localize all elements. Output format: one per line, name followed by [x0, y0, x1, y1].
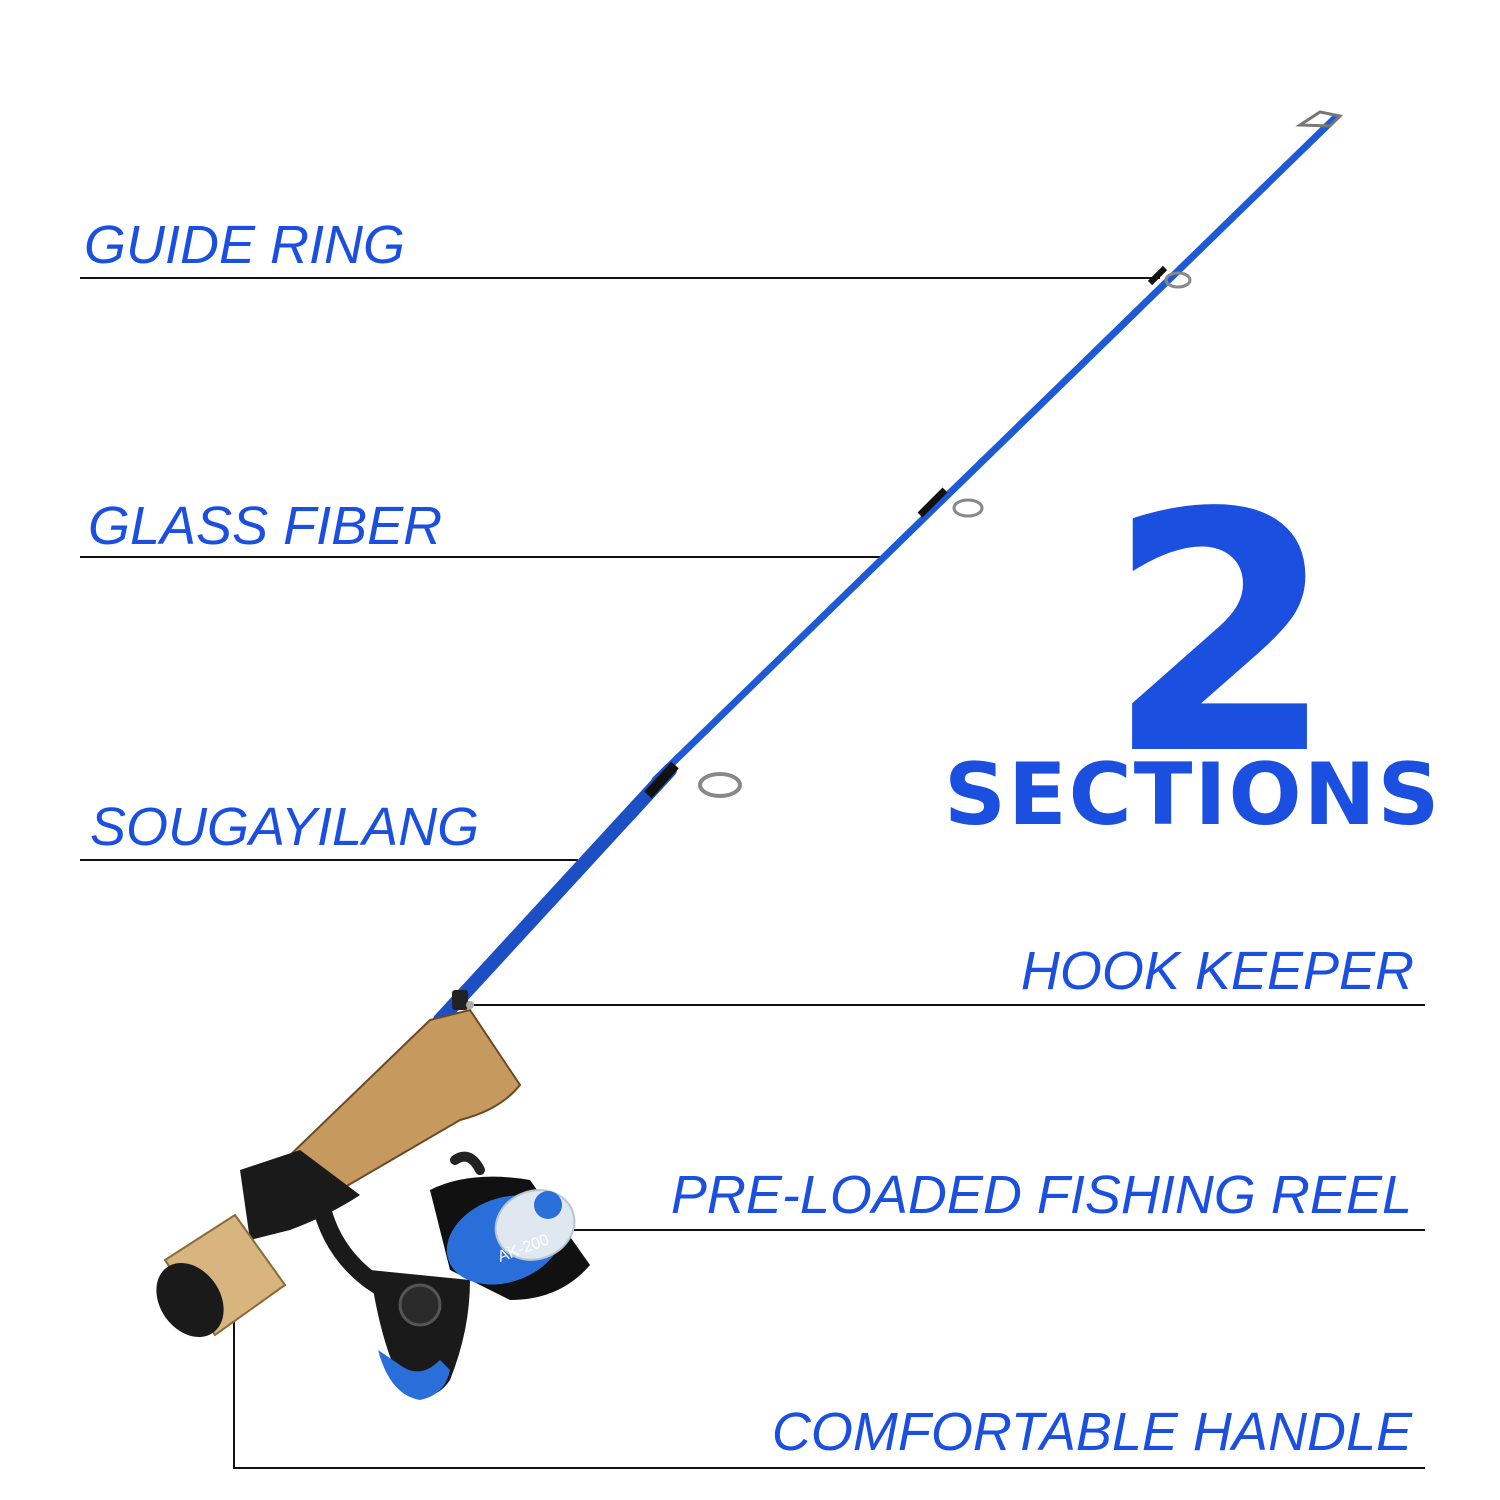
- guide-ring-icon: [1147, 265, 1192, 289]
- tip-top-icon: [1295, 110, 1344, 128]
- callout-lines: [80, 277, 1425, 1469]
- butt-cap: [156, 1262, 224, 1338]
- rod-butt-section: [433, 763, 677, 1027]
- guide-ring-icon: [917, 487, 984, 518]
- reel-body-accent: [378, 1350, 450, 1400]
- hook-keeper-icon: [452, 990, 468, 1010]
- handle-label: COMFORTABLE HANDLE: [771, 1402, 1412, 1462]
- brand-label: SOUGAYILANG: [90, 797, 480, 857]
- sections-word: SECTIONS: [944, 745, 1442, 845]
- reel-label: PRE-LOADED FISHING REEL: [670, 1165, 1412, 1225]
- hook-keeper-label: HOOK KEEPER: [1020, 941, 1414, 1001]
- glass-fiber-label: GLASS FIBER: [88, 496, 443, 556]
- bail-arm: [450, 1151, 485, 1175]
- reel-seat: [240, 1150, 360, 1240]
- guide-ring-label: GUIDE RING: [84, 215, 406, 275]
- reel-knob-icon: [398, 1283, 442, 1327]
- cork-fore-grip: [283, 1008, 522, 1192]
- fishing-reel: AK-200: [311, 1151, 590, 1400]
- handle: [156, 1008, 522, 1338]
- rod: [433, 110, 1344, 1027]
- guide-ring-icon: [644, 761, 742, 799]
- reel-foot: [311, 1191, 409, 1309]
- rod-tip-section: [651, 114, 1339, 784]
- handle-line: [233, 1265, 1425, 1469]
